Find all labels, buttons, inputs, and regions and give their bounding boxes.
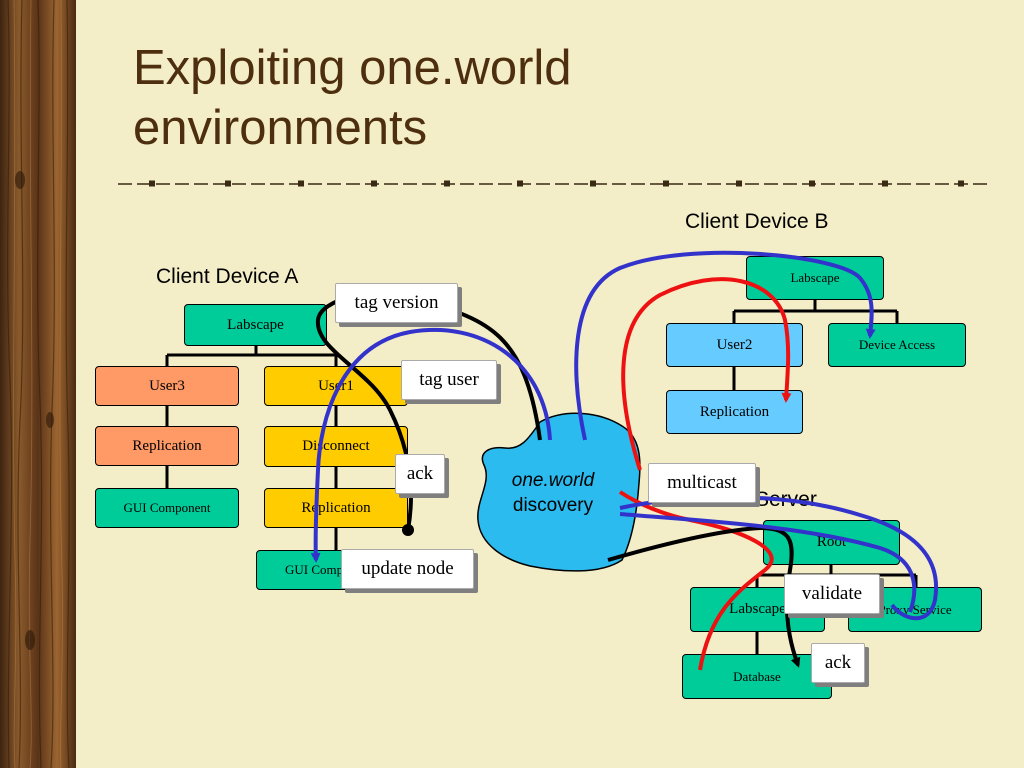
discovery-line-1: one.world: [511, 470, 595, 491]
client-b-replication-node[interactable]: Replication: [666, 390, 803, 434]
client-a-gui-left-node[interactable]: GUI Component: [95, 488, 239, 528]
client-a-replication-right-node[interactable]: Replication: [264, 488, 408, 528]
client-a-replication-left-node[interactable]: Replication: [95, 426, 239, 466]
ack-endpoint-dot: [402, 524, 414, 536]
title-line-1: Exploiting one.world: [133, 41, 572, 95]
update-node-callout: update node: [341, 549, 474, 589]
multicast-callout: multicast: [648, 463, 756, 503]
client-a-user3-node[interactable]: User3: [95, 366, 239, 406]
client-b-user2-node[interactable]: User2: [666, 323, 803, 367]
client-device-a-label: Client Device A: [156, 265, 299, 288]
discovery-line-2: discovery: [512, 495, 594, 516]
ack-top-callout: ack: [395, 454, 445, 494]
title-divider: [118, 180, 992, 187]
tag-user-callout: tag user: [401, 360, 497, 400]
tag-version-ack-arrow: [315, 291, 542, 531]
database-red-line: [618, 490, 774, 671]
ack-bottom-callout: ack: [811, 643, 865, 683]
client-a-labscape-node[interactable]: Labscape: [184, 304, 327, 346]
client-b-device-access-node[interactable]: Device Access: [828, 323, 966, 367]
tag-version-callout: tag version: [335, 283, 458, 323]
validate-ack-arrow: [607, 525, 801, 668]
multicast-replication-arrow: [621, 277, 792, 471]
validate-callout: validate: [784, 574, 880, 614]
client-device-b-label: Client Device B: [685, 210, 829, 233]
server-root-node[interactable]: Root: [763, 520, 900, 565]
server-database-node[interactable]: Database: [682, 654, 832, 699]
update-node-arrow: [310, 327, 552, 563]
proxy-service-loop-inner: [619, 512, 917, 613]
slide-title: Exploiting one.world environments: [133, 38, 953, 158]
discovery-cloud-text: one.world discovery: [488, 468, 618, 518]
device-access-arrow: [574, 250, 876, 441]
wood-border: [0, 0, 76, 768]
title-line-2: environments: [133, 101, 428, 155]
